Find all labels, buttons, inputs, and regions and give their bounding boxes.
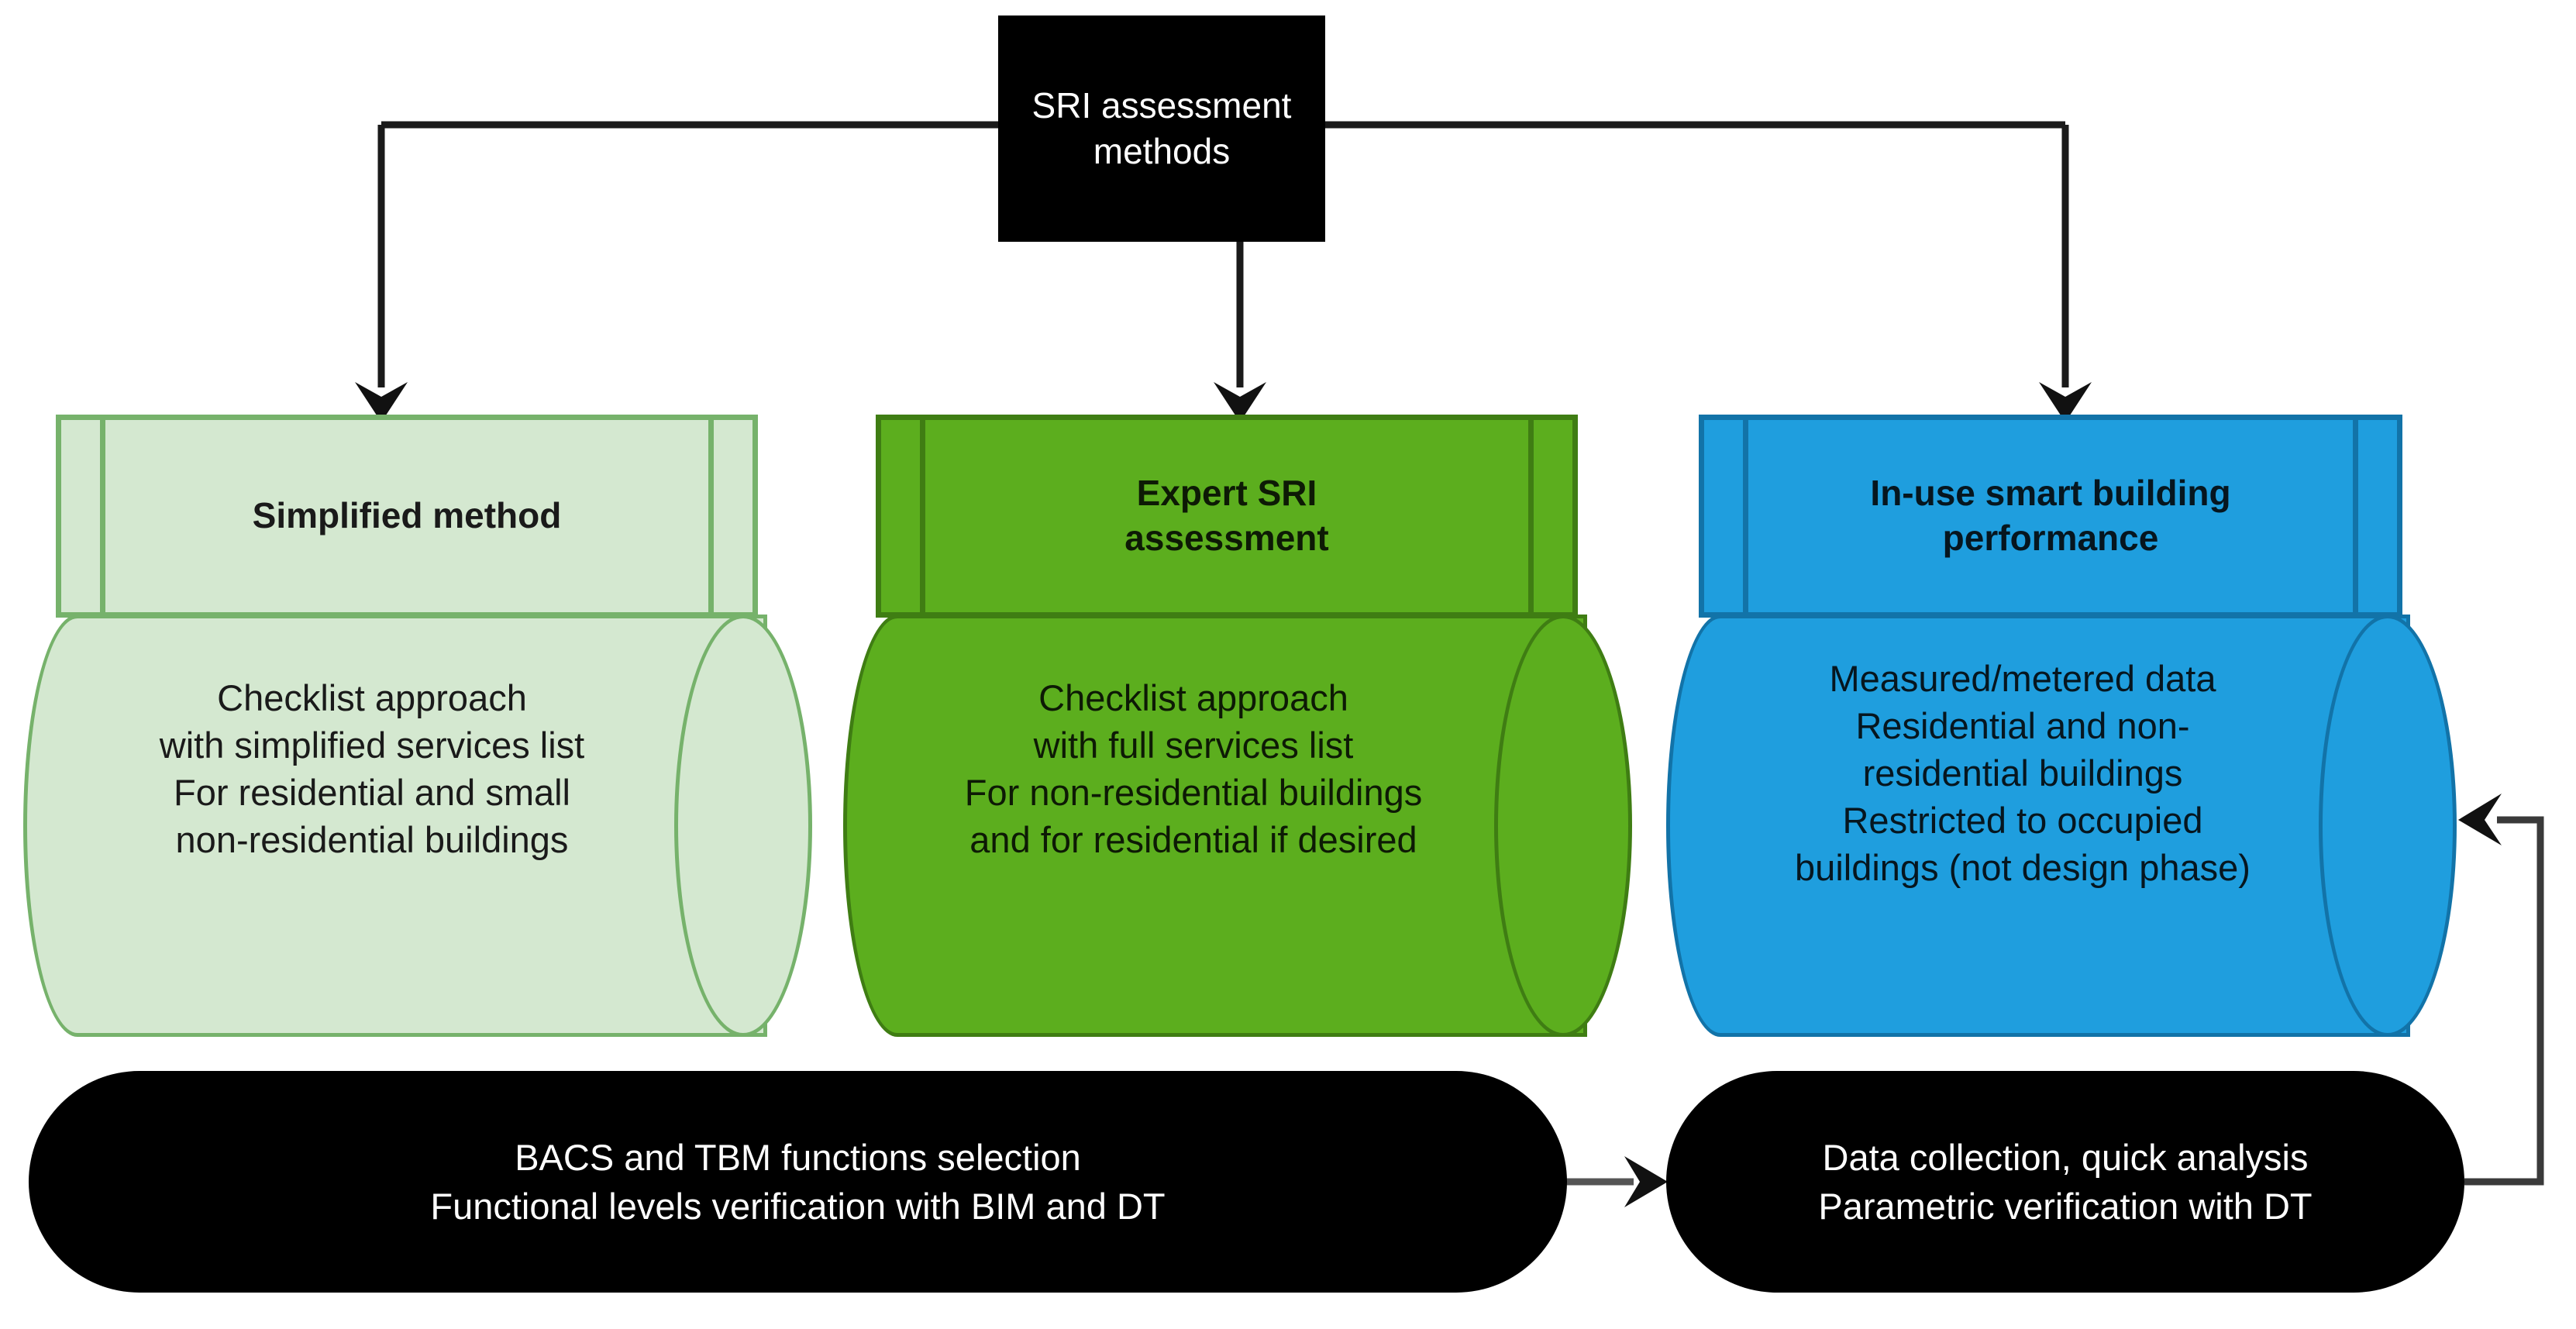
connector-bacs-to-data-collection [1562,1156,1668,1207]
connector-to-in-use-performance [1325,121,2092,422]
seam-line [100,420,105,612]
node-data-collection-process-label: Data collection, quick analysis Parametr… [1818,1136,2313,1227]
node-data-collection-process[interactable]: Data collection, quick analysis Parametr… [1666,1071,2464,1293]
node-expert-sri-assessment-head: Expert SRI assessment [876,415,1578,618]
node-bacs-tbm-process[interactable]: BACS and TBM functions selection Functio… [29,1071,1567,1293]
node-simplified-method-body-label: Checklist approach with simplified servi… [159,677,585,861]
cylinder-end-cap [1494,615,1632,1037]
cylinder-end-cap [2319,615,2457,1037]
node-simplified-method-header: Simplified method [252,495,562,536]
connector-data-collection-feedback [2458,794,2544,1186]
node-expert-sri-assessment-header: Expert SRI assessment [1124,473,1329,558]
node-bacs-tbm-process-label: BACS and TBM functions selection Functio… [430,1136,1166,1227]
node-simplified-method-head: Simplified method [56,415,758,618]
node-in-use-performance-body-label: Measured/metered data Residential and no… [1795,658,2251,889]
node-in-use-performance-body [1666,615,2410,1037]
connector-to-simplified-method [355,121,998,422]
node-sri-assessment-methods-label: SRI assessment methods [1031,85,1292,171]
seam-line [708,420,714,612]
node-expert-sri-assessment-body-label: Checklist approach with full services li… [964,677,1423,861]
node-in-use-performance-header: In-use smart building performance [1870,473,2231,558]
seam-line [2353,420,2358,612]
seam-line [920,420,925,612]
connector-to-expert-sri-assessment [1214,242,1266,422]
seam-line [1743,420,1748,612]
node-expert-sri-assessment-body [843,615,1587,1037]
node-in-use-performance-head: In-use smart building performance [1699,415,2402,618]
node-sri-assessment-methods[interactable]: SRI assessment methods [998,15,1325,242]
seam-line [1528,420,1534,612]
cylinder-end-cap [674,615,812,1037]
